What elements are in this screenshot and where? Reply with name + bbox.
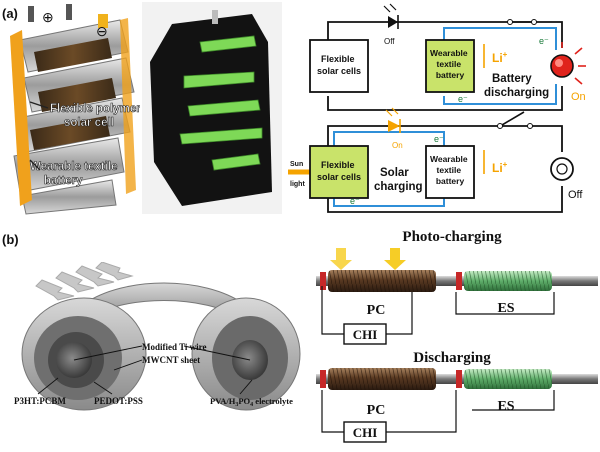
fiber-device-illustration: Modified Ti wire MWCNT sheet P3HT:PCBM P… <box>14 262 301 411</box>
wires-photo <box>321 286 555 335</box>
electron-bottom-2: e⁻ <box>350 196 360 206</box>
ti-wire-label: Modified Ti wire <box>142 342 207 352</box>
diode-state-top: Off <box>384 37 395 46</box>
device-discharging <box>316 368 598 390</box>
circuit-discharging: Flexible solar cells Wearable textile ba… <box>309 3 586 111</box>
light-arrows <box>35 262 134 301</box>
electron-top-1: e⁻ <box>539 36 549 46</box>
pc-label-1: PC <box>367 303 386 318</box>
solar-cell-label-line1: Flexible polymer <box>50 103 140 115</box>
electron-top-2: e⁻ <box>458 94 468 104</box>
solar-arrow <box>29 101 49 109</box>
diode-bottom <box>388 120 400 132</box>
lamp-rays <box>561 42 586 85</box>
chi-box-2 <box>343 421 387 443</box>
chi-label-2: CHI <box>353 425 378 440</box>
solar-cell-label-line2: solar cell <box>64 117 114 129</box>
green-fiber-strips <box>179 35 263 171</box>
battery-discharging-label: Battery discharging <box>484 73 549 99</box>
terminal-wire-2 <box>66 4 72 20</box>
solar-top-line2: solar cells <box>317 66 361 76</box>
chi-label-1: CHI <box>353 327 378 342</box>
pva-label: PVA/H3PO4 electrolyte <box>210 396 293 408</box>
li-ion-label-bottom: Li+ <box>492 160 508 175</box>
p3ht-label: P3HT:PCBM <box>14 396 66 406</box>
li-ion-label-top: Li+ <box>492 50 508 65</box>
es-label-1: ES <box>497 301 514 316</box>
mwcnt-label: MWCNT sheet <box>142 355 200 365</box>
terminal-tab <box>98 14 108 28</box>
solar-cell-label: Flexible polymer solar cell <box>50 103 140 129</box>
sun-arrows-photo <box>330 248 406 270</box>
pc-label-2: PC <box>367 403 386 418</box>
solar-cell-strips <box>30 38 116 150</box>
solar-charging-label: Solar charging <box>374 167 423 193</box>
diode-state-bottom: On <box>392 141 403 150</box>
battery-box-bottom <box>425 145 475 199</box>
chi-box-1 <box>343 323 387 345</box>
battery-label-line1: Wearable textile <box>30 161 117 173</box>
battery-box-top-text: Wearable textile battery <box>430 48 470 80</box>
discharging-title: Discharging <box>413 350 491 366</box>
battery-arrow <box>29 159 41 171</box>
pc-es-circuits: Photo-charging PC ES CHI Discharging PC … <box>316 229 598 443</box>
leader-lines <box>37 345 253 395</box>
switch-open <box>501 111 525 126</box>
lamp-state-top: On <box>571 91 586 103</box>
diode-top <box>388 16 398 28</box>
lamp-off <box>550 157 574 181</box>
solar-cells-box-top-text: Flexible solar cells <box>317 54 361 76</box>
diode-light-arrows-top <box>383 3 397 13</box>
lamp-on <box>550 54 574 78</box>
minus-terminal-icon: ⊖ <box>96 23 108 39</box>
plus-terminal-icon: ⊕ <box>42 9 54 25</box>
panel-b-label: (b) <box>2 232 19 247</box>
pedot-label: PEDOT:PSS <box>94 396 143 406</box>
circuit-diagrams: Flexible solar cells Wearable textile ba… <box>288 3 586 213</box>
battery-box-bottom-text: Wearable textile battery <box>430 154 470 186</box>
solar-cells-box-bottom-text: Flexible solar cells <box>317 160 361 182</box>
battery-label: Wearable textile battery <box>30 161 121 187</box>
lamp-state-bottom: Off <box>568 189 583 201</box>
terminal-wire-1 <box>28 6 34 22</box>
es-label-2: ES <box>497 399 514 414</box>
folded-device-photo: ⊕ ⊖ Flexible polymer solar cell Wearable… <box>10 4 140 215</box>
device-photo-charging <box>316 270 598 292</box>
battery-box-top <box>425 39 475 93</box>
photo-charging-title: Photo-charging <box>402 229 502 245</box>
panel-a-label: (a) <box>2 6 18 21</box>
solar-cells-box-top <box>309 39 369 93</box>
battery-label-line2: battery <box>44 175 83 187</box>
solar-top-line1: Flexible <box>321 54 355 64</box>
orange-electrode-edges <box>10 18 136 206</box>
solar-cells-box-bottom <box>309 145 369 199</box>
wires-discharging <box>321 390 555 433</box>
textile-photo <box>142 2 282 214</box>
electron-bottom-1: e⁻ <box>434 134 444 144</box>
